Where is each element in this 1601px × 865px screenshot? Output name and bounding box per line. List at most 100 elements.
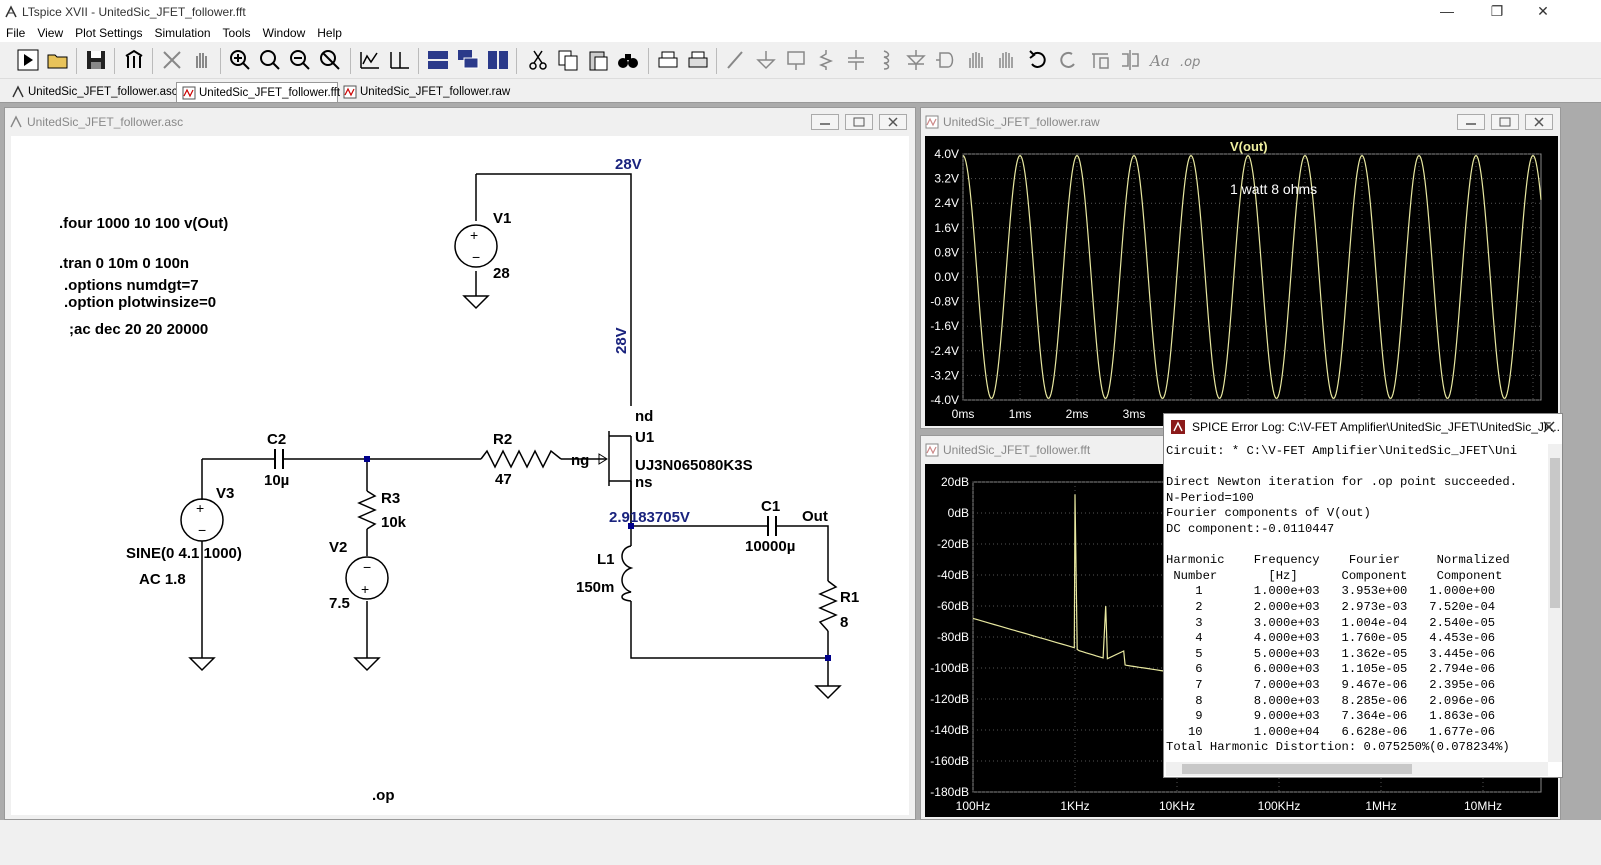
r1-resistor-symbol[interactable] <box>818 580 838 632</box>
diode-icon[interactable] <box>904 48 928 72</box>
error-log-text[interactable]: Circuit: * C:\V-FET Amplifier\UnitedSic_… <box>1166 444 1518 755</box>
c2-value-label[interactable]: 10µ <box>264 472 289 489</box>
v1-value-label[interactable]: 28 <box>493 265 510 282</box>
c1-value-label[interactable]: 10000µ <box>745 538 795 555</box>
l1-name-label[interactable]: L1 <box>597 551 615 568</box>
r1-value-label[interactable]: 8 <box>840 614 848 631</box>
autorange-icon[interactable] <box>358 48 382 72</box>
net-ns-label[interactable]: ns <box>635 474 653 491</box>
print-preview-icon[interactable] <box>656 48 680 72</box>
menu-file[interactable]: File <box>6 26 26 40</box>
print-icon[interactable] <box>686 48 710 72</box>
close-button[interactable]: ✕ <box>1537 3 1549 19</box>
scrollbar-thumb[interactable] <box>1550 458 1560 608</box>
close-icon[interactable] <box>1542 420 1556 434</box>
menu-help[interactable]: Help <box>317 26 342 40</box>
paste-icon[interactable] <box>586 48 610 72</box>
schematic-window[interactable]: UnitedSic_JFET_follower.asc .four 1000 1… <box>4 107 916 820</box>
capacitor-icon[interactable] <box>844 48 868 72</box>
drag-hand-icon[interactable] <box>994 48 1018 72</box>
spice-error-log-dialog[interactable]: SPICE Error Log: C:\V-FET Amplifier\Unit… <box>1163 413 1563 778</box>
op-directive[interactable]: .op <box>372 787 395 804</box>
schematic-canvas[interactable]: .four 1000 10 100 v(Out) .tran 0 10m 0 1… <box>11 136 909 815</box>
v3-ac-label[interactable]: AC 1.8 <box>139 571 186 588</box>
maximize-button[interactable] <box>1491 114 1519 130</box>
r2-name-label[interactable]: R2 <box>493 431 512 448</box>
open-folder-icon[interactable] <box>46 48 70 72</box>
net-nd-label[interactable]: nd <box>635 408 653 425</box>
v2-name-label[interactable]: V2 <box>329 539 347 556</box>
zoom-cancel-icon[interactable] <box>318 48 342 72</box>
net-out-label[interactable]: Out <box>802 508 828 525</box>
inductor-icon[interactable] <box>874 48 898 72</box>
cascade-icon[interactable] <box>456 48 480 72</box>
c1-capacitor-symbol[interactable] <box>767 516 777 536</box>
r2-value-label[interactable]: 47 <box>495 471 512 488</box>
c2-name-label[interactable]: C2 <box>267 431 286 448</box>
spice-directive-icon[interactable]: .op <box>1178 48 1202 72</box>
u1-name-label[interactable]: U1 <box>635 429 654 446</box>
tab-schematic[interactable]: UnitedSic_JFET_follower.asc <box>6 82 178 102</box>
ground-icon[interactable] <box>754 48 778 72</box>
v3-name-label[interactable]: V3 <box>216 485 234 502</box>
horizontal-scrollbar[interactable] <box>1166 762 1548 776</box>
c1-name-label[interactable]: C1 <box>761 498 780 515</box>
restore-button[interactable]: ❐ <box>1490 3 1504 19</box>
menu-tools[interactable]: Tools <box>222 26 251 40</box>
r3-name-label[interactable]: R3 <box>381 490 400 507</box>
plot-annotation[interactable]: 1 watt 8 ohms <box>1230 181 1317 197</box>
u1-model-label[interactable]: UJ3N065080K3S <box>635 457 753 474</box>
run-icon[interactable] <box>16 48 40 72</box>
tile-vertical-icon[interactable] <box>486 48 510 72</box>
menu-simulation[interactable]: Simulation <box>154 26 211 40</box>
maximize-button[interactable] <box>845 114 873 130</box>
copy-icon[interactable] <box>556 48 580 72</box>
zoom-fit-icon[interactable] <box>258 48 282 72</box>
minimize-button[interactable]: — <box>1440 3 1454 19</box>
component-icon[interactable] <box>934 48 958 72</box>
r3-resistor-symbol[interactable] <box>357 490 377 530</box>
r2-resistor-symbol[interactable] <box>480 449 562 469</box>
cursor-plot-icon[interactable] <box>388 48 412 72</box>
v2-value-label[interactable]: 7.5 <box>329 595 350 612</box>
scrollbar-thumb[interactable] <box>1182 764 1412 774</box>
resistor-icon[interactable] <box>814 48 838 72</box>
plotwinsize-directive[interactable]: .option plotwinsize=0 <box>64 294 216 311</box>
label-net-icon[interactable] <box>784 48 808 72</box>
v3-source-symbol[interactable] <box>180 498 224 542</box>
close-button[interactable] <box>879 114 907 130</box>
tab-raw[interactable]: UnitedSic_JFET_follower.raw <box>338 82 510 102</box>
mirror-icon[interactable] <box>1118 48 1142 72</box>
menu-window[interactable]: Window <box>262 26 306 40</box>
pan-hand-icon[interactable] <box>190 48 214 72</box>
numdgt-directive[interactable]: .options numdgt=7 <box>64 277 199 294</box>
rotate-icon[interactable] <box>1088 48 1112 72</box>
trace-label[interactable]: V(out) <box>1230 139 1268 154</box>
c2-capacitor-symbol[interactable] <box>274 449 284 469</box>
vertical-scrollbar[interactable] <box>1548 444 1562 762</box>
zoom-in-icon[interactable] <box>228 48 252 72</box>
zoom-out-icon[interactable] <box>288 48 312 72</box>
find-binoculars-icon[interactable] <box>616 48 640 72</box>
four-directive[interactable]: .four 1000 10 100 v(Out) <box>59 215 228 232</box>
tab-fft[interactable]: UnitedSic_JFET_follower.fft <box>176 82 340 102</box>
close-button[interactable] <box>1525 114 1553 130</box>
menu-view[interactable]: View <box>37 26 64 40</box>
l1-value-label[interactable]: 150m <box>576 579 614 596</box>
v1-source-symbol[interactable] <box>454 224 498 268</box>
draw-wire-icon[interactable] <box>724 48 748 72</box>
v3-value-label[interactable]: SINE(0 4.1 1000) <box>126 545 242 562</box>
u1-jfet-symbol[interactable] <box>608 431 632 526</box>
tran-directive[interactable]: .tran 0 10m 0 100n <box>59 255 189 272</box>
minimize-button[interactable] <box>811 114 839 130</box>
tile-horizontal-icon[interactable] <box>426 48 450 72</box>
minimize-button[interactable] <box>1457 114 1485 130</box>
net-ng-label[interactable]: ng <box>571 452 589 469</box>
v1-name-label[interactable]: V1 <box>493 210 511 227</box>
text-icon[interactable]: Aa <box>1148 48 1172 72</box>
ac-comment[interactable]: ;ac dec 20 20 20000 <box>69 321 208 338</box>
r3-value-label[interactable]: 10k <box>381 514 407 531</box>
save-icon[interactable] <box>84 48 108 72</box>
